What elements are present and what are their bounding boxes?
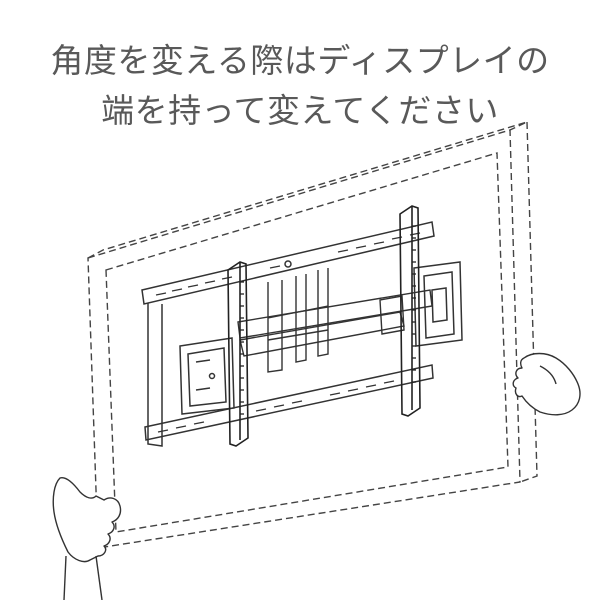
- right-hand: [512, 352, 581, 416]
- left-hand: [52, 477, 122, 600]
- right-vertical-bracket: [399, 205, 421, 417]
- caption-line-1: 角度を変える際はディスプレイの: [50, 41, 550, 80]
- right-side-bracket: [413, 261, 463, 347]
- instruction-caption: 角度を変える際はディスプレイの 端を持って変えてください: [0, 36, 600, 136]
- wall-plate: [141, 221, 435, 447]
- left-side-bracket: [179, 337, 235, 415]
- display-frame-outline: [87, 121, 538, 549]
- left-vertical-bracket: [227, 261, 249, 447]
- articulating-arm: [237, 268, 433, 373]
- caption-line-2: 端を持って変えてください: [101, 91, 499, 130]
